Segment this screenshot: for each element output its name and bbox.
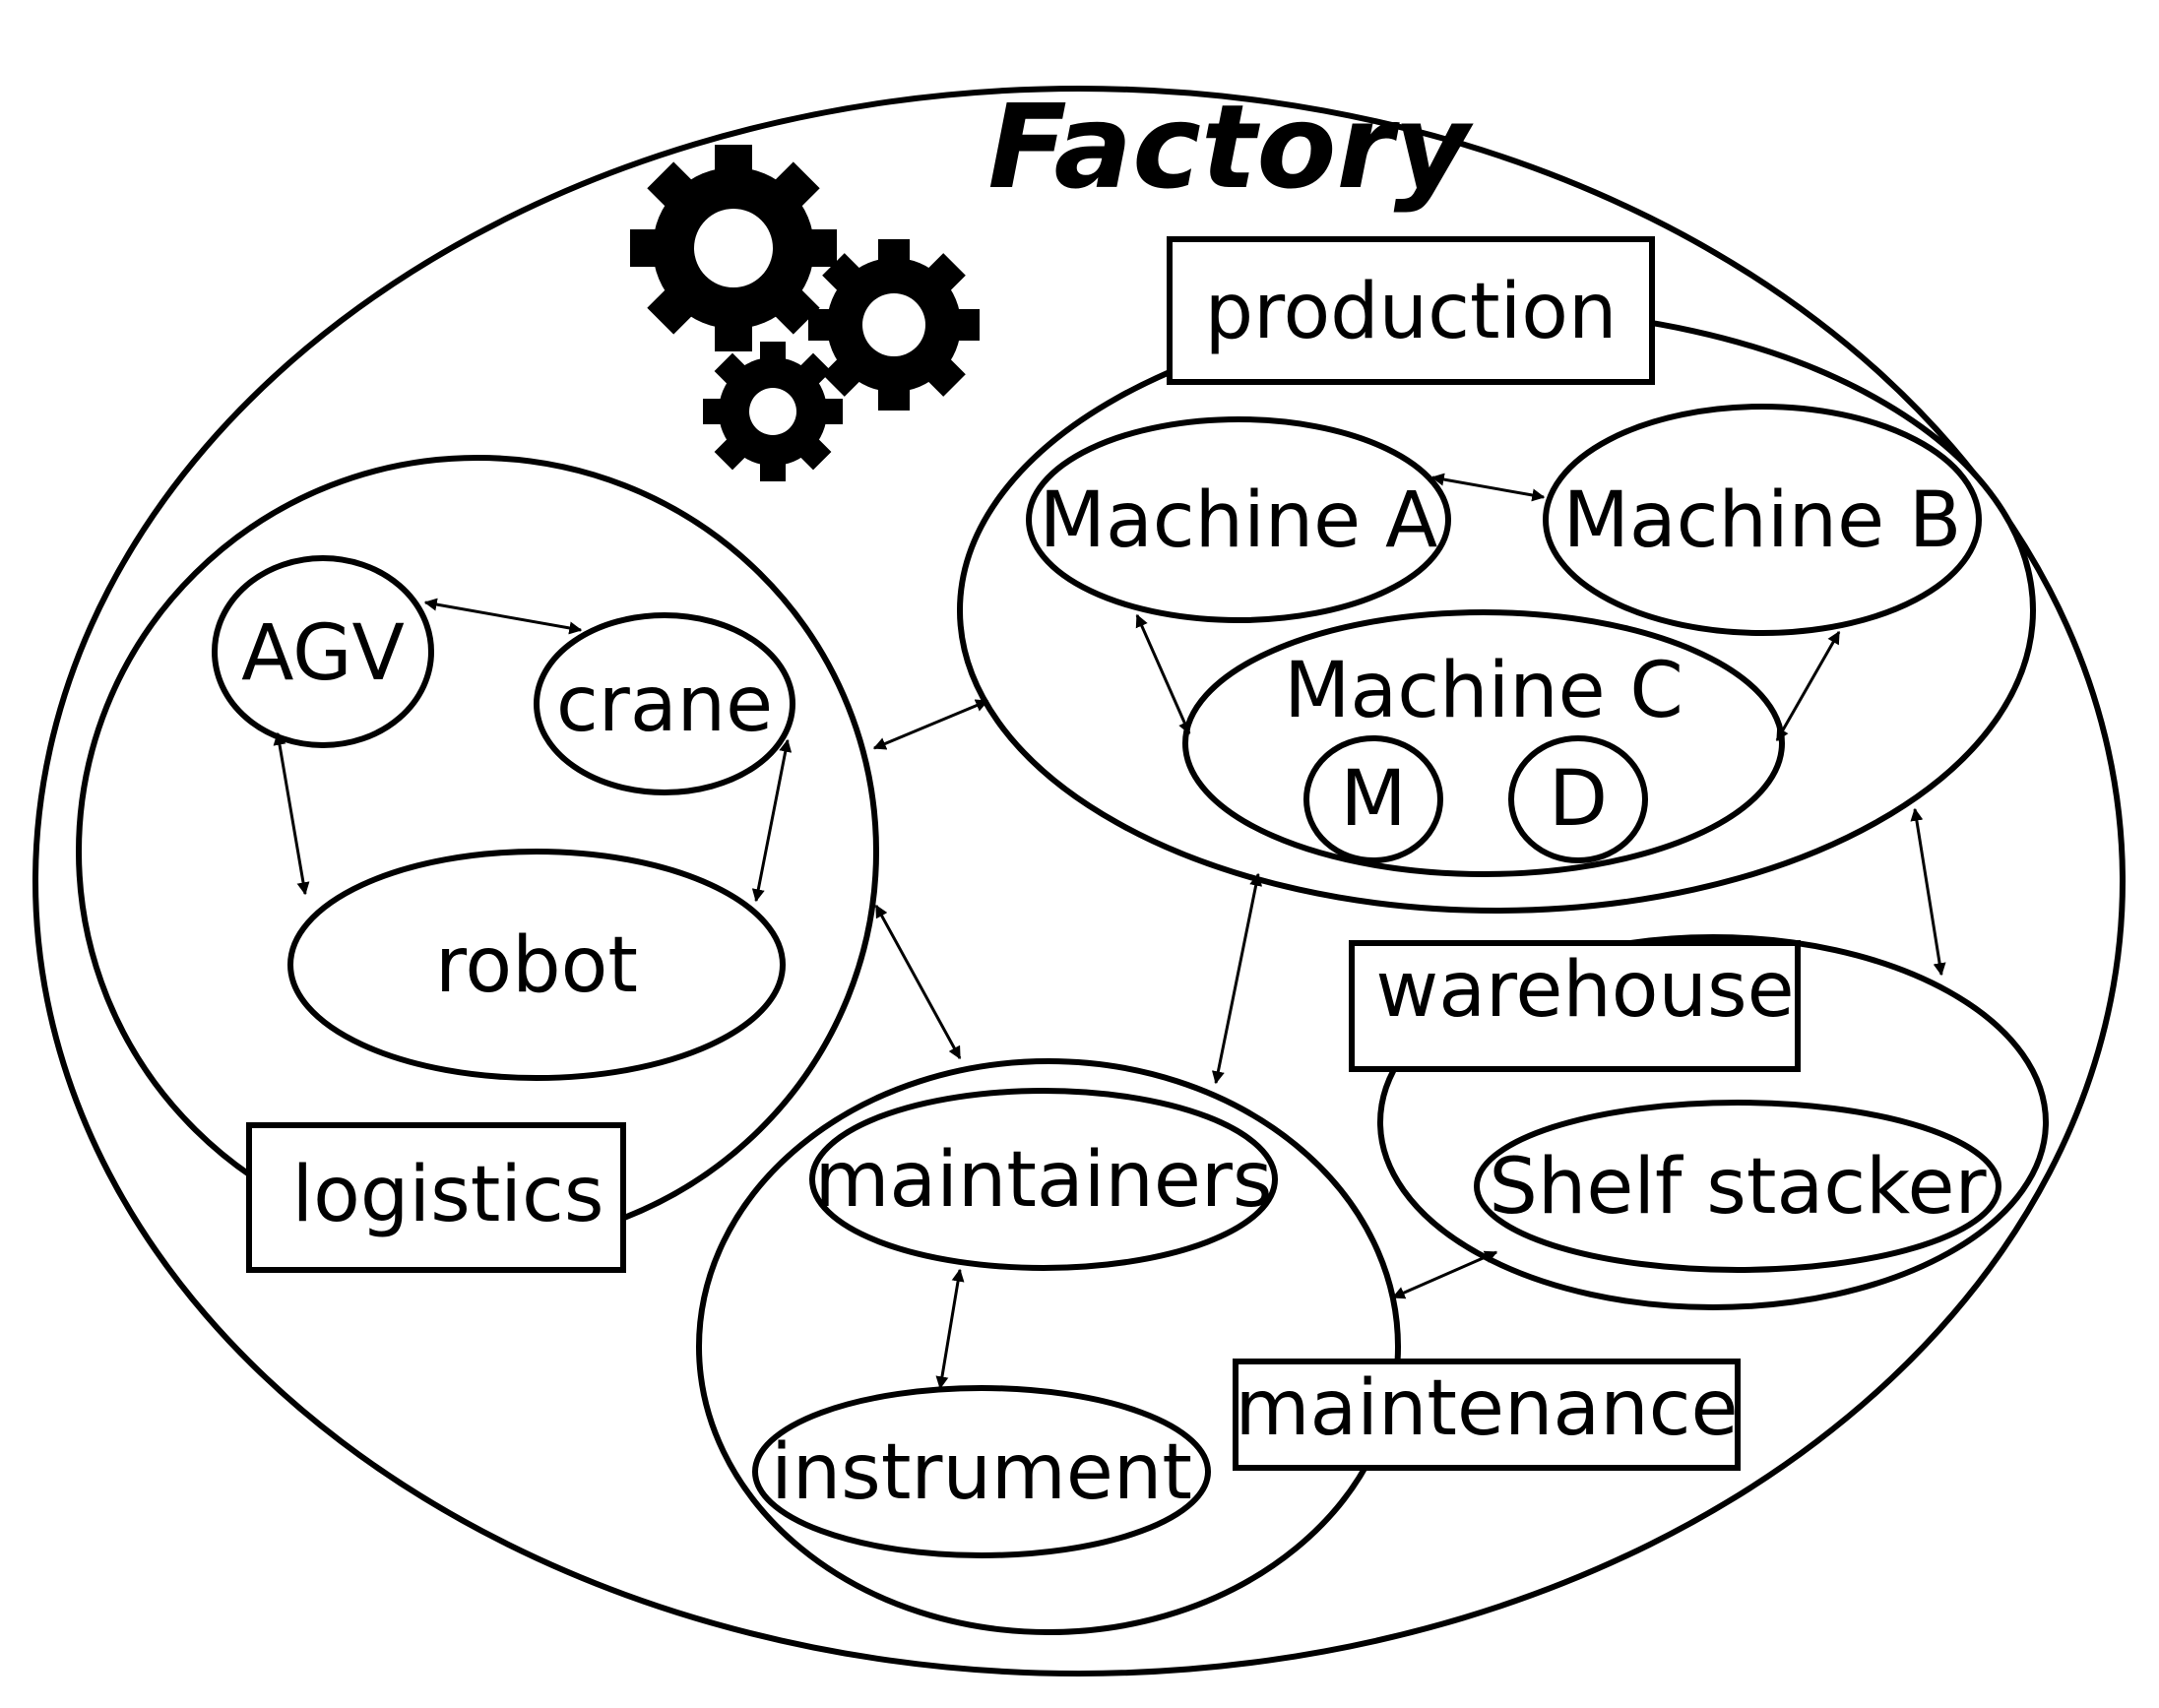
arrow-production-maintenance [1211,872,1263,1085]
crane-label: crane [556,661,773,749]
factory-title: Factory [987,79,1474,215]
maintainers-node [809,1088,1278,1271]
arrow-machine-a-machine-c [1135,613,1191,735]
agv-node [212,555,434,748]
logistics-group: AGV crane robot logistics [76,455,879,1273]
robot-label: robot [435,921,638,1010]
machine-b-node [1543,404,1982,636]
arrow-maintenance-warehouse [1391,1250,1498,1299]
arrow-agv-robot [273,731,310,896]
logistics-label: logistics [292,1151,604,1239]
arrow-logistics-production [872,699,989,750]
arrow-production-warehouse [1910,807,1946,977]
d-label: D [1549,755,1608,844]
logistics-label-box [246,1122,626,1273]
arrow-machine-b-machine-c [1775,630,1841,742]
arrow-machine-a-machine-b [1430,473,1546,502]
machine-a-node [1026,416,1451,623]
maintenance-label: maintenance [1236,1364,1739,1453]
warehouse-group: Shelf stacker warehouse [1349,934,2049,1310]
connections [273,473,1946,1390]
instrument-label: instrument [771,1428,1192,1517]
arrow-logistics-maintenance [874,904,962,1060]
crane-node [534,612,795,795]
shelf-stacker-label: Shelf stacker [1489,1143,1987,1232]
maintainers-label: maintainers [814,1136,1272,1225]
m-node [1303,735,1443,863]
machine-b-label: Machine B [1563,476,1962,565]
machine-a-label: Machine A [1040,476,1438,565]
d-node [1508,735,1648,863]
gears-icon [630,145,980,481]
production-label-box [1167,236,1655,385]
instrument-node [752,1385,1211,1558]
production-label: production [1205,268,1618,356]
m-label: M [1340,755,1406,844]
machine-c-label: Machine C [1284,647,1683,735]
maintenance-label-box [1233,1359,1741,1471]
maintenance-group: maintainers instrument maintenance [696,1058,1741,1635]
shelf-stacker-node [1474,1100,2001,1273]
warehouse-label: warehouse [1375,946,1794,1035]
agv-label: AGV [241,609,405,698]
arrow-maintainers-instrument [935,1268,965,1390]
arrow-agv-crane [423,598,583,635]
warehouse-label-box [1349,940,1801,1072]
robot-node [287,849,786,1081]
arrow-crane-robot [751,738,793,903]
production-group: Machine A Machine B Machine C M D produc… [957,236,2036,914]
